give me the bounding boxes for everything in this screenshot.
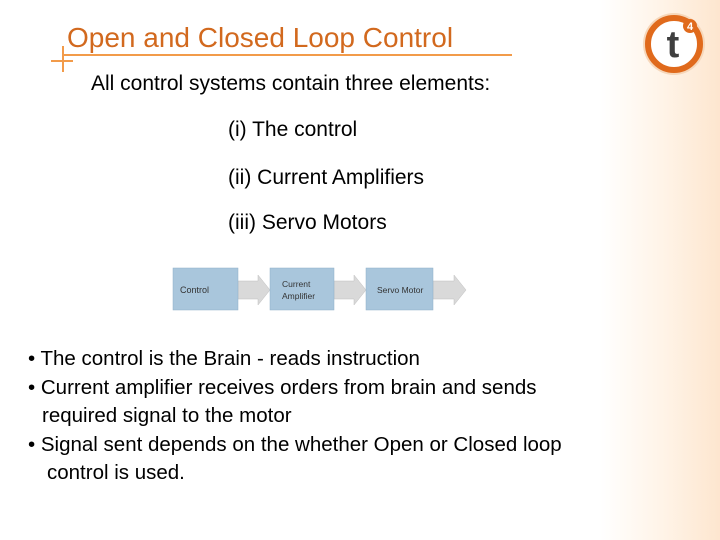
logo-letter: t: [667, 24, 680, 66]
diagram-label-servo-motor: Servo Motor: [377, 285, 423, 295]
element-current-amplifiers: (ii) Current Amplifiers: [228, 166, 425, 189]
bullet-item-continuation: control is used.: [47, 461, 185, 484]
t4-logo-icon: t 4: [643, 13, 705, 75]
element-control: (i) The control: [228, 118, 358, 141]
title-cross-vertical: [62, 46, 64, 72]
intro-text: All control systems contain three elemen…: [91, 72, 491, 95]
diagram-block-current-amplifier: [269, 267, 335, 311]
background-fade: [600, 0, 720, 540]
flow-arrow-3: [432, 274, 467, 306]
flow-arrow-2: [333, 274, 367, 306]
bullet-item: • Current amplifier receives orders from…: [28, 375, 537, 399]
title-underline: [62, 54, 512, 56]
diagram-block-control: [172, 267, 239, 311]
bullet-item: • The control is the Brain - reads instr…: [28, 347, 420, 370]
diagram-block-servo-motor: [365, 267, 434, 311]
diagram-label-amplifier: Amplifier: [282, 291, 315, 301]
logo-superscript: 4: [687, 21, 694, 33]
element-servo-motors: (iii) Servo Motors: [228, 211, 387, 234]
control-flow-diagram: Control Current Amplifier Servo Motor: [172, 267, 467, 311]
bullet-list: • The control is the Brain - reads instr…: [28, 345, 562, 488]
bullet-item-continuation: required signal to the motor: [42, 404, 292, 427]
bullet-item: • Signal sent depends on the whether Ope…: [28, 432, 562, 456]
title-cross-horizontal: [51, 60, 73, 62]
flow-arrow-1: [237, 274, 271, 306]
diagram-label-current: Current: [282, 279, 311, 289]
diagram-label-control: Control: [180, 285, 209, 295]
slide-title: Open and Closed Loop Control: [67, 22, 454, 53]
